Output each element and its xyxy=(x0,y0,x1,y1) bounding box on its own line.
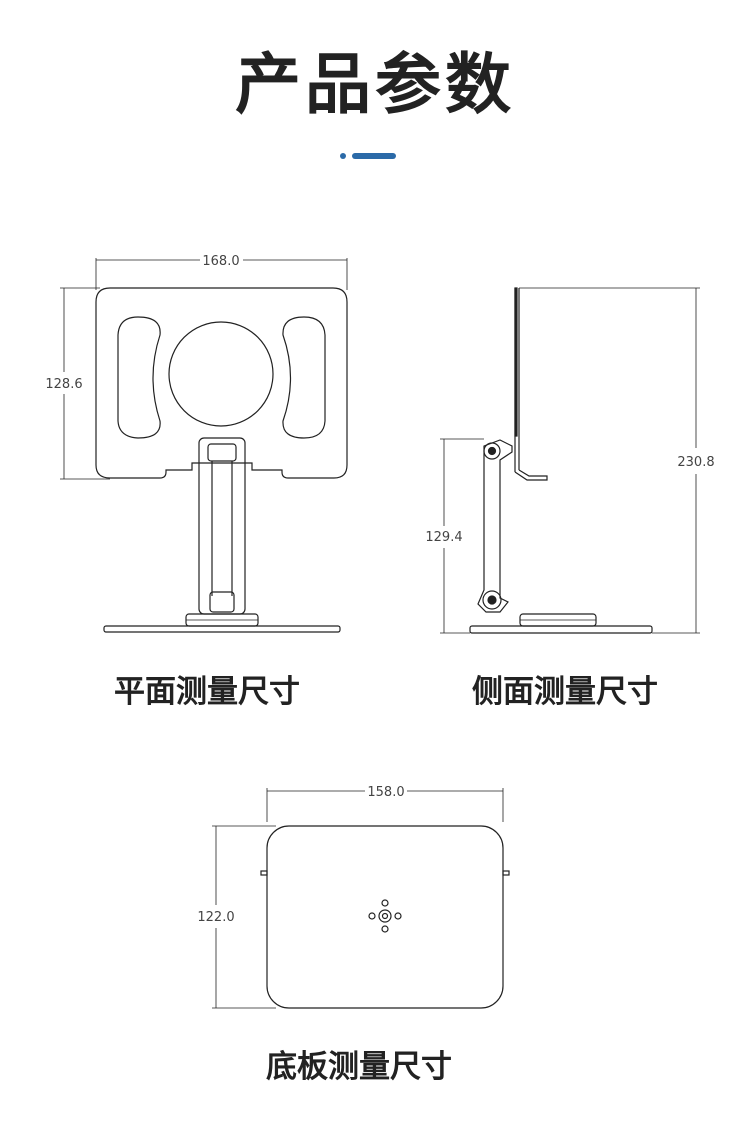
accent-bar xyxy=(352,153,396,159)
side-total-height-label: 230.8 xyxy=(677,455,714,470)
page-title: 产品参数 xyxy=(235,46,515,123)
base-height-label: 122.0 xyxy=(197,910,234,925)
base-width-label: 158.0 xyxy=(367,785,404,800)
side-view-caption: 侧面测量尺寸 xyxy=(472,674,658,710)
side-hinge-height-label: 129.4 xyxy=(425,530,462,545)
front-view-drawing xyxy=(60,258,348,633)
base-view-caption: 底板测量尺寸 xyxy=(266,1049,452,1085)
side-view-drawing xyxy=(440,287,700,634)
front-width-label: 168.0 xyxy=(202,254,239,269)
front-height-label: 128.6 xyxy=(45,377,82,392)
front-view-caption: 平面测量尺寸 xyxy=(114,674,300,710)
title-accent-divider xyxy=(340,152,400,160)
base-view-drawing xyxy=(212,788,510,1009)
accent-dot xyxy=(340,153,346,159)
